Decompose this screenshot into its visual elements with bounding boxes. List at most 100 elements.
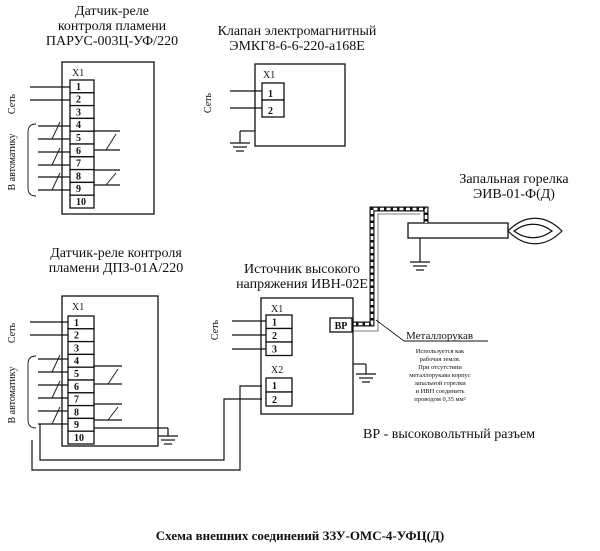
terminal-number: 9 [76,184,81,195]
terminal-10: 10 [69,194,95,209]
terminal-number: 2 [76,95,81,106]
terminal-1: 1 [69,79,95,94]
terminal-6: 6 [67,379,95,394]
valve-ground-icon [230,142,250,152]
terminal-number: 7 [74,395,79,406]
terminal-2: 2 [265,327,293,343]
terminal-number: 3 [76,107,81,118]
terminal-number: 10 [76,197,86,208]
terminal-9: 9 [67,417,95,432]
terminal-3: 3 [69,104,95,120]
relay1-title-line2: контроля пламени [58,19,167,34]
source-block: Источник высокого напряжения ИВН-02Е X1 … [210,262,376,415]
relay2-ground-icon [158,435,178,445]
terminal-number: 3 [74,343,79,354]
metal-sleeve-note-line: проводом 0,35 мм² [414,396,465,403]
terminal-number: 2 [272,331,277,342]
terminal-number: 3 [272,345,277,356]
relay1-net-label: Сеть [7,93,18,114]
terminal-number: 1 [268,89,273,100]
terminal-5: 5 [69,130,95,145]
terminal-2: 2 [69,92,95,107]
terminal-8: 8 [69,168,95,184]
relay1-connector-label: X1 [72,68,84,79]
relay1-title-line3: ПАРУС-003Ц-УФ/220 [46,34,178,49]
metal-sleeve-note-line: Используется как [416,348,465,355]
relay2-connector-label: X1 [72,302,84,313]
terminal-2: 2 [67,328,95,343]
terminal-1: 1 [265,314,293,330]
terminal-number: 5 [74,369,79,380]
relay1-auto-label: В автоматику [7,133,18,190]
flame-icon [507,217,563,245]
relay2-block: Датчик-реле контроля пламени ДПЗ-01А/220… [7,246,184,447]
terminal-number: 8 [74,407,79,418]
burner-title-line1: Запальная горелка [459,172,569,187]
source-x2-label: X2 [271,365,283,376]
terminal-9: 9 [69,181,95,196]
terminal-3: 3 [67,340,95,356]
terminal-number: 5 [76,133,81,144]
terminal-number: 8 [76,171,81,182]
hv-cable [347,206,429,332]
terminal-4: 4 [69,117,95,132]
terminal-4: 4 [67,353,95,368]
terminal-number: 4 [74,356,79,367]
burner-block: Запальная горелка ЭИВ-01-Ф(Д) [407,172,569,271]
burner-ground-icon [410,261,430,271]
source-terminal-block-x2: 12 [265,377,293,407]
metal-sleeve-note-line: запальной горелки [414,380,466,387]
source-net-label: Сеть [210,319,221,340]
terminal-1: 1 [67,315,95,330]
terminal-3: 3 [265,341,293,357]
terminal-number: 7 [76,159,81,170]
valve-block: Клапан электромагнитный ЭМКГ8-6-6-220-а1… [203,24,377,152]
source-x1-label: X1 [271,304,283,315]
hv-connector-label: ВР [335,321,348,332]
relay1-block: Датчик-реле контроля пламени ПАРУС-003Ц-… [7,4,178,215]
valve-terminal-block: 12 [261,82,285,118]
valve-title-line2: ЭМКГ8-6-6-220-а168Е [229,39,365,54]
source-title-line2: напряжения ИВН-02Е [236,277,368,292]
diagram-caption: Схема внешних соединений ЗЗУ-ОМС-4-УФЦ(Д… [156,528,444,543]
terminal-6: 6 [69,143,95,158]
terminal-number: 2 [272,395,277,406]
metal-sleeve-note-line: рабочая земля. [420,356,461,363]
valve-connector-label: X1 [263,70,275,81]
terminal-5: 5 [67,366,95,381]
hv-connector [329,317,353,333]
terminal-number: 4 [76,120,81,131]
valve-net-label: Сеть [203,92,214,113]
terminal-number: 1 [74,318,79,329]
terminal-2: 2 [261,99,285,118]
source-terminal-block-x1: 1 2 3 [265,314,293,357]
terminal-number: 6 [76,146,81,157]
terminal-number: 9 [74,420,79,431]
source-title-line1: Источник высокого [244,262,360,277]
terminal-7: 7 [69,156,95,171]
burner-title-line2: ЭИВ-01-Ф(Д) [473,187,555,202]
terminal-number: 2 [74,331,79,342]
metal-sleeve-note-line: При отсутствии [418,364,462,371]
terminal-8: 8 [67,404,95,420]
burner-tube [407,222,509,239]
relay2-title-line2: пламени ДПЗ-01А/220 [49,261,184,276]
terminal-number: 1 [272,318,277,329]
valve-title-line1: Клапан электромагнитный [218,24,377,39]
metal-sleeve-note-line: металлорукава корпус [409,372,471,379]
relay2-auto-label: В автоматику [7,366,18,423]
terminal-number: 1 [76,82,81,93]
terminal-number: 6 [74,382,79,393]
legend-text: ВР - высоковольтный разъем [363,427,535,442]
interconnect-wires [31,385,262,471]
metal-sleeve-label: Металлорукав [406,330,473,342]
relay2-title-line1: Датчик-реле контроля [50,246,182,261]
terminal-number: 2 [268,106,273,117]
terminal-10: 10 [67,430,95,445]
source-ground-icon [356,373,376,383]
relay1-title-line1: Датчик-реле [75,4,149,19]
